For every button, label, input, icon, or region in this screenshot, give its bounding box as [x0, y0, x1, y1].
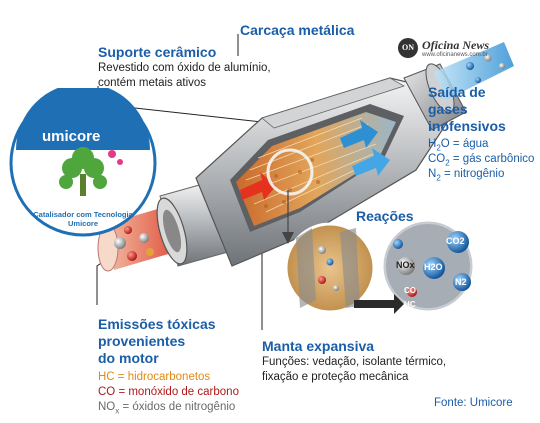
n2-subscript: 2 — [436, 173, 441, 183]
label-suporte-title: Suporte cerâmico — [98, 44, 217, 60]
zoom-arrow — [282, 190, 294, 244]
metal-shell — [195, 63, 467, 267]
molecule-nox-label: NOx — [396, 260, 415, 270]
nox-subscript: x — [115, 406, 120, 416]
co2-text: = gás carbônico — [449, 153, 535, 165]
label-manta-line1: Funções: vedação, isolante térmico, — [262, 356, 447, 368]
label-manta: Manta expansiva Funções: vedação, isolan… — [262, 338, 446, 385]
label-manta-line2: fixação e proteção mecânica — [262, 371, 409, 383]
label-nox: NOx = óxidos de nitrogênio — [98, 400, 239, 415]
label-carcaca-title: Carcaça metálica — [240, 22, 355, 38]
label-saida-title-1: Saída de — [428, 84, 486, 100]
molecule-n2-label: N2 — [455, 277, 467, 287]
label-n2: N2 = nitrogênio — [428, 167, 534, 182]
watermark-initials: ON — [402, 43, 414, 52]
label-saida-title-2: gases — [428, 101, 468, 117]
molecule-h2o-label: H2O — [424, 262, 443, 272]
molecule-co2-label: CO2 — [446, 236, 465, 246]
label-suporte: Suporte cerâmico Revestido com óxido de … — [98, 44, 271, 91]
reaction-zoom-small — [354, 218, 476, 314]
watermark-url: www.oficinanews.com.br — [422, 52, 488, 58]
umicore-ring-text: Catalisador com Tecnologia Umicore — [33, 210, 133, 228]
h2o-text: = água — [449, 138, 489, 150]
watermark: ON Oficina News www.oficinanews.com.br — [398, 38, 518, 60]
tree-icon — [59, 147, 107, 196]
umicore-badge-art — [9, 83, 157, 237]
n2-formula: N — [428, 168, 437, 180]
source-credit: Fonte: Umicore — [434, 397, 513, 409]
outlet-flow — [434, 42, 514, 100]
label-reacoes-title: Reações — [356, 208, 414, 224]
co2-formula: CO — [428, 153, 446, 165]
label-manta-title: Manta expansiva — [262, 338, 375, 354]
molecule-co-label: CO — [404, 286, 416, 295]
label-saida-title-3: inofensivos — [428, 118, 506, 134]
umicore-badge: umicore Catalisador com Tecnologia Umico… — [8, 83, 158, 238]
h2o-formula-end: O — [440, 138, 450, 150]
umicore-brand: umicore — [42, 128, 101, 145]
label-emissoes-title-2: provenientes — [98, 333, 186, 349]
h2o-subscript: 2 — [436, 143, 441, 153]
label-co2: CO2 = gás carbônico — [428, 152, 534, 167]
label-saida: Saída de gases inofensivos H2O = água CO… — [428, 84, 534, 182]
reaction-zoom-large — [284, 222, 376, 314]
label-h2o: H2O = água — [428, 137, 534, 152]
nox-formula: NO — [98, 401, 116, 413]
h2o-formula: H — [428, 138, 437, 150]
n2-text: = nitrogênio — [440, 168, 505, 180]
label-hc: HC = hidrocarbonetos — [98, 371, 211, 383]
label-co: CO = monóxido de carbono — [98, 386, 239, 398]
label-emissoes-title-1: Emissões tóxicas — [98, 316, 216, 332]
label-suporte-line2: contém metais ativos — [98, 77, 207, 89]
co2-subscript: 2 — [445, 158, 450, 168]
nox-text: = óxidos de nitrogênio — [119, 401, 236, 413]
molecule-hc-label: HC — [404, 300, 416, 309]
label-emissoes: Emissões tóxicas provenientes do motor H… — [98, 316, 239, 415]
watermark-name: Oficina News — [422, 38, 489, 52]
watermark-logo-icon: ON — [398, 38, 418, 58]
label-suporte-line1: Revestido com óxido de alumínio, — [98, 62, 271, 74]
label-emissoes-title-3: do motor — [98, 350, 159, 366]
